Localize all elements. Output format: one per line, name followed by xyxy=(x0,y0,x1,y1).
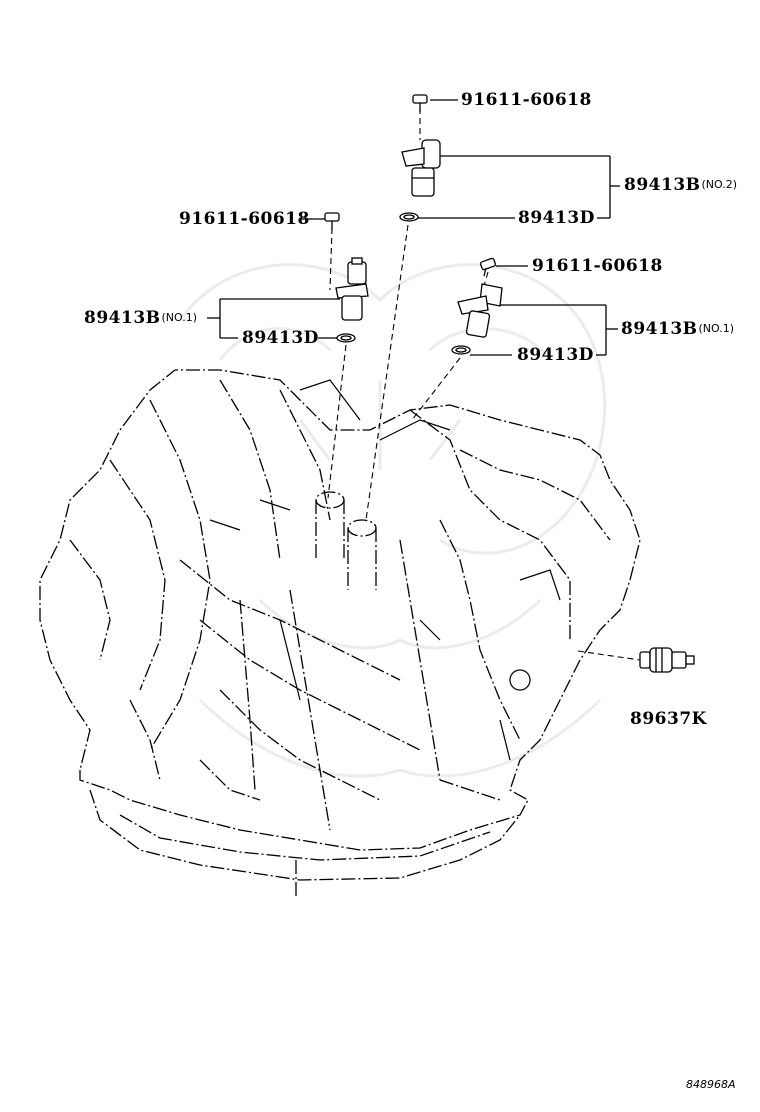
oring-right-part-number: 89413D xyxy=(517,345,594,365)
oring-left-part-number: 89413D xyxy=(242,328,319,348)
oring-left-label: 89413D xyxy=(242,330,319,347)
bolt-right xyxy=(479,257,497,277)
bolt-left-part-number: 91611-60618 xyxy=(179,209,310,229)
sensor-left-label: 89413B(NO.1) xyxy=(84,310,197,327)
oring-no2-label: 89413D xyxy=(518,210,595,227)
transaxle-housing xyxy=(39,369,641,898)
pressure-sensor-part-number: 89637K xyxy=(630,709,707,729)
pressure-sensor-label: 89637K xyxy=(630,711,707,728)
oil-pressure-sensor xyxy=(639,647,695,673)
oring-right-label: 89413D xyxy=(517,347,594,364)
bolt-top xyxy=(412,94,428,112)
oring-no2-part-number: 89413D xyxy=(518,208,595,228)
bolt-right-part-number: 91611-60618 xyxy=(532,256,663,276)
o-rings xyxy=(336,212,471,355)
sensor-left-suffix: (NO.1) xyxy=(161,311,198,324)
sensor-no2-part-number: 89413B xyxy=(624,175,701,195)
bolt-left xyxy=(324,212,340,230)
sensor-right-label: 89413B(NO.1) xyxy=(621,321,734,338)
bolt-top-label: 91611-60618 xyxy=(461,92,592,109)
sensor-left-part-number: 89413B xyxy=(84,308,161,328)
sensor-right-suffix: (NO.1) xyxy=(698,322,735,335)
speed-sensor-no2 xyxy=(401,139,441,197)
bolt-right-label: 91611-60618 xyxy=(532,258,663,275)
figure-code: 848968A xyxy=(686,1078,736,1091)
dashed-install-lines xyxy=(327,108,641,661)
bolt-top-part-number: 91611-60618 xyxy=(461,90,592,110)
sensor-right-part-number: 89413B xyxy=(621,319,698,339)
speed-sensor-right xyxy=(457,283,503,338)
sensor-no2-label: 89413B(NO.2) xyxy=(624,177,737,194)
bolt-left-label: 91611-60618 xyxy=(179,211,310,228)
housing-solid-details xyxy=(209,379,561,761)
speed-sensor-left xyxy=(335,257,369,321)
leader-lines xyxy=(207,99,620,356)
sensor-no2-suffix: (NO.2) xyxy=(701,178,738,191)
